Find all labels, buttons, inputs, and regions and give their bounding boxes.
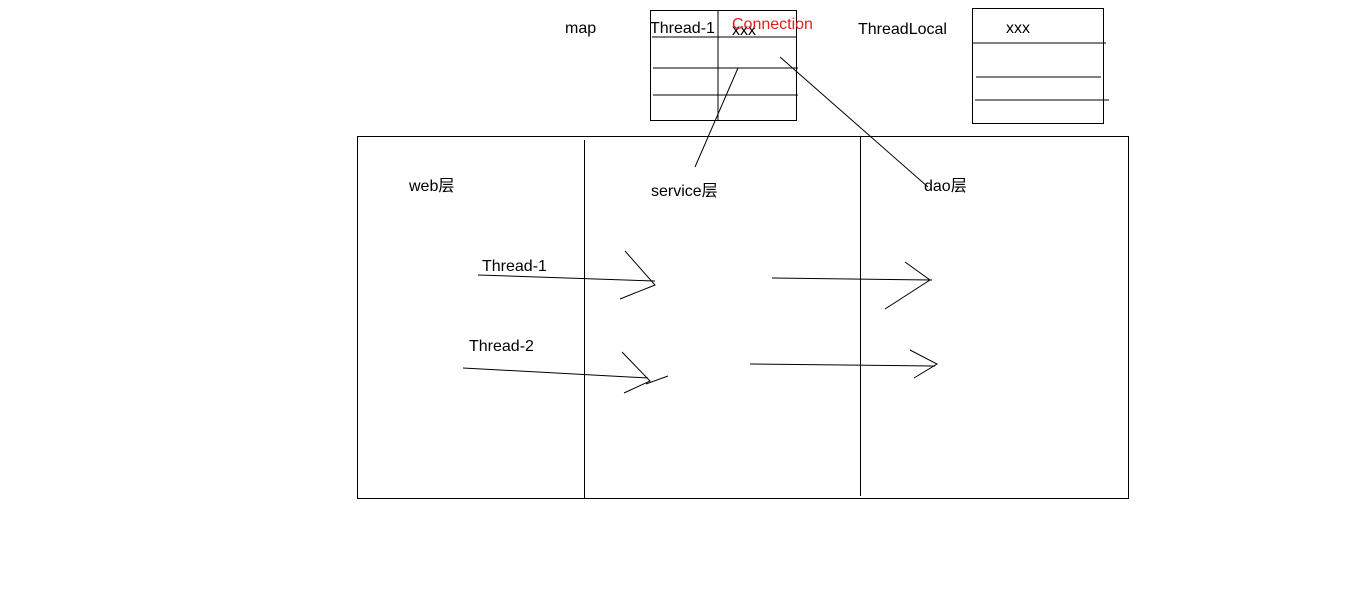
threadlocal-label: ThreadLocal xyxy=(858,21,947,38)
service-to-map-connector xyxy=(694,67,739,168)
thread2-web-to-service-arrowhead xyxy=(621,351,651,394)
thread2-label: Thread-2 xyxy=(469,338,534,355)
thread2-web-to-service-arrow xyxy=(462,367,649,379)
thread2-web-to-service-arrowhead-tail xyxy=(645,375,669,385)
web-layer-label: web层 xyxy=(409,178,455,195)
map-table xyxy=(650,10,797,121)
thread1-web-to-service-arrow xyxy=(477,274,656,282)
connection-to-dao-connector xyxy=(779,56,929,188)
thread2-service-to-dao-arrow xyxy=(749,363,936,367)
thread1-web-to-service-arrowhead xyxy=(619,250,656,300)
map-value-xxx: xxx xyxy=(732,22,756,39)
thread2-service-to-dao-arrowhead xyxy=(909,349,939,379)
map-label: map xyxy=(565,20,597,37)
threadlocal-value-xxx: xxx xyxy=(1006,20,1030,37)
map-key-thread1: Thread-1 xyxy=(650,20,715,37)
connection-label: Connection xyxy=(732,16,813,33)
dao-layer-label: dao层 xyxy=(924,178,967,195)
thread1-service-to-dao-arrow xyxy=(771,277,933,281)
thread1-label: Thread-1 xyxy=(482,258,547,275)
thread1-service-to-dao-arrowhead xyxy=(884,261,931,310)
threadlocal-table xyxy=(972,8,1104,124)
service-layer-label: service层 xyxy=(651,183,718,200)
layers-frame xyxy=(357,136,1129,499)
